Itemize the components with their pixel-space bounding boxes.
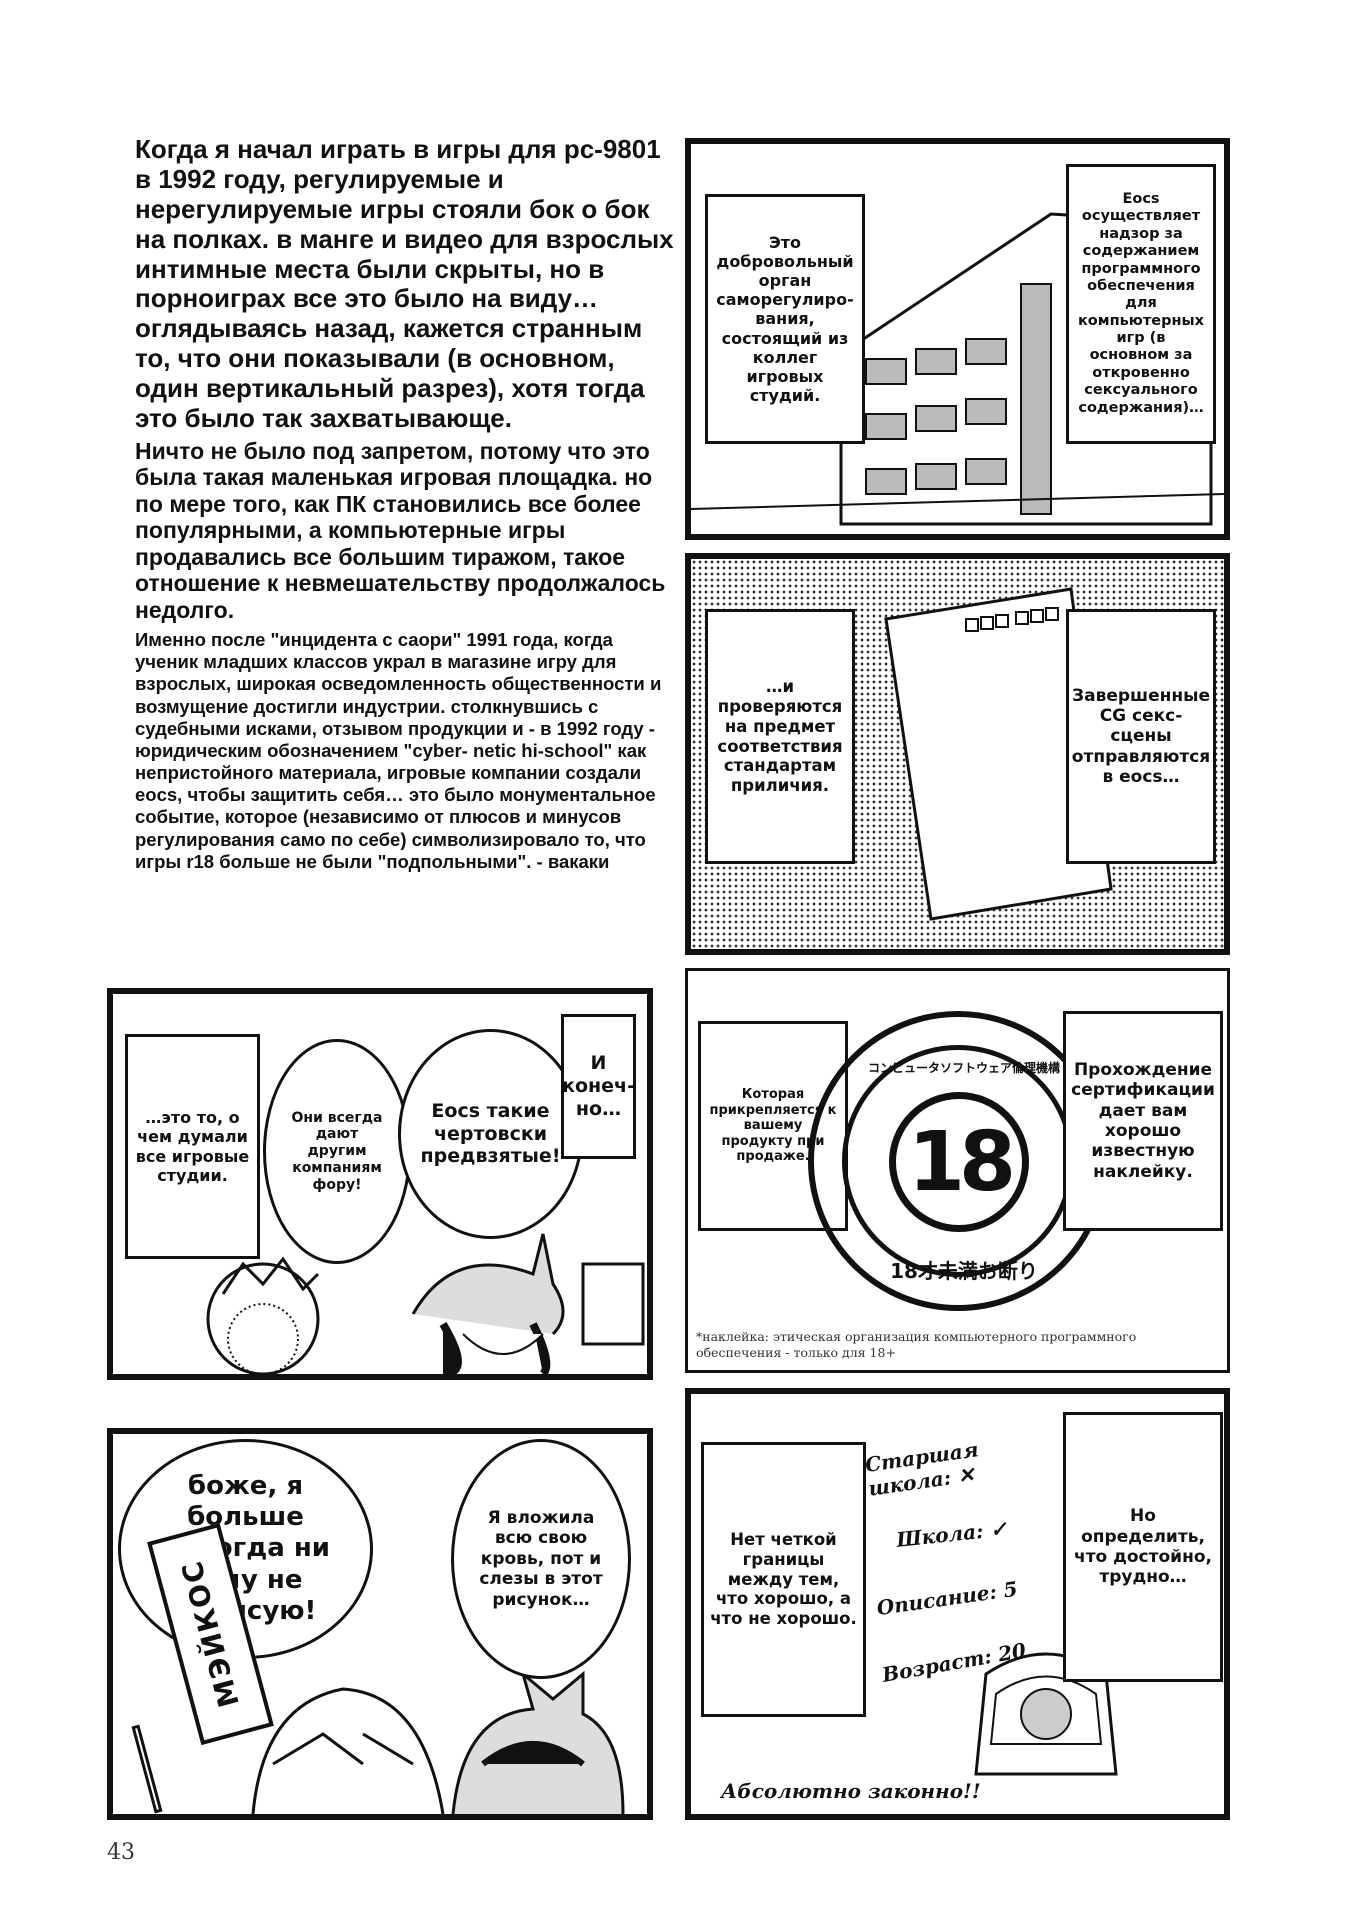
bottom-caption: Абсолютно законно!! xyxy=(721,1779,981,1803)
speech-bubble: Они всегда дают другим компаниям фору! xyxy=(263,1039,411,1264)
characters-drawing xyxy=(206,1233,645,1374)
essay-paragraph-3: Именно после "инцидента с саори" 1991 го… xyxy=(135,628,662,872)
speech-bubble-right: Я вложила всю свою кровь, пот и слезы в … xyxy=(451,1439,631,1679)
caption-box-left: …это то, о чем думали все игровые студии… xyxy=(125,1034,260,1259)
criteria-description: Описание: 5 xyxy=(875,1576,1019,1621)
stamp-bottom-text: 18才未満お断り xyxy=(890,1259,1038,1283)
caption-box-left: Это добровольный орган саморегулиро-вани… xyxy=(705,194,865,444)
caption-box-left: …и проверяются на предмет соответствия с… xyxy=(705,609,855,864)
panel-envelope: …и проверяются на предмет соответствия с… xyxy=(685,553,1230,955)
caption-text: Которая прикрепляется к вашему продукту … xyxy=(709,1087,837,1165)
backpack-drawing xyxy=(974,1652,1118,1776)
caption-box-right: Прохождение сертификации дает вам хорошо… xyxy=(1063,1011,1223,1231)
footnote: *наклейка: этическая организация компьют… xyxy=(696,1329,1137,1361)
rating-stamp: 18 コンピュータソフトウェア倫理機構 18才未満お断り xyxy=(808,1011,1108,1311)
caption-text: Завершенные CG секс-сцены отправляются в… xyxy=(1071,685,1211,788)
speech-bubble-shout: Eocs такие чертовски предвзятые! xyxy=(398,1029,583,1239)
caption-text: Прохождение сертификации дает вам хорошо… xyxy=(1071,1059,1215,1182)
stamp-ring-text: コンピュータソフトウェア倫理機構 xyxy=(867,1061,1060,1075)
caption-text: …это то, о чем думали все игровые студии… xyxy=(135,1108,250,1185)
page-number: 43 xyxy=(107,1840,135,1865)
panel-studios: …это то, о чем думали все игровые студии… xyxy=(107,988,653,1380)
caption-box-right: Eocs осуществляет надзор за содержанием … xyxy=(1066,164,1216,444)
criteria-high-school: Старшая школа: ✕ xyxy=(863,1437,980,1501)
envelope-drawing xyxy=(884,587,1113,921)
criteria-school: Школа: ✓ xyxy=(895,1516,1009,1552)
panel-sticker: Которая прикрепляется к вашему продукту … xyxy=(685,968,1230,1373)
caption-box-right: Завершенные CG секс-сцены отправляются в… xyxy=(1066,609,1216,864)
caption-box-right: Но определить, что достойно, трудно… xyxy=(1063,1412,1223,1682)
essay-paragraph-1: Когда я начал играть в игры для pc-9801 … xyxy=(135,134,674,434)
speech-text: Они всегда дают другим компаниям фору! xyxy=(291,1109,383,1193)
essay: Когда я начал играть в игры для pc-9801 … xyxy=(135,134,675,873)
caption-box-right: И конеч-но… xyxy=(561,1014,636,1159)
caption-text: Это добровольный орган саморегулиро-вани… xyxy=(716,232,854,406)
stamp-number: 18 xyxy=(889,1092,1029,1232)
essay-paragraph-2: Ничто не было под запретом, потому что э… xyxy=(135,437,666,623)
caption-text: Но определить, что достойно, трудно… xyxy=(1074,1506,1212,1588)
caption-text: Нет четкой границы между тем, что хорошо… xyxy=(710,1530,857,1629)
panel-artists: боже, я больше никогда ни хочу не нарису… xyxy=(107,1428,653,1820)
caption-box-left: Нет четкой границы между тем, что хорошо… xyxy=(701,1442,866,1717)
speech-text: Eocs такие чертовски предвзятые! xyxy=(420,1099,561,1168)
caption-text: Eocs осуществляет надзор за содержанием … xyxy=(1077,190,1205,416)
speech-text: Я вложила всю свою кровь, пот и слезы в … xyxy=(479,1508,603,1610)
caption-text: И конеч-но… xyxy=(562,1052,635,1120)
panel-rules: Нет четкой границы между тем, что хорошо… xyxy=(685,1388,1230,1820)
caption-text: …и проверяются на предмет соответствия с… xyxy=(717,677,843,796)
characters-drawing xyxy=(251,1669,625,1814)
panel-building: Это добровольный орган саморегулиро-вани… xyxy=(685,138,1230,540)
